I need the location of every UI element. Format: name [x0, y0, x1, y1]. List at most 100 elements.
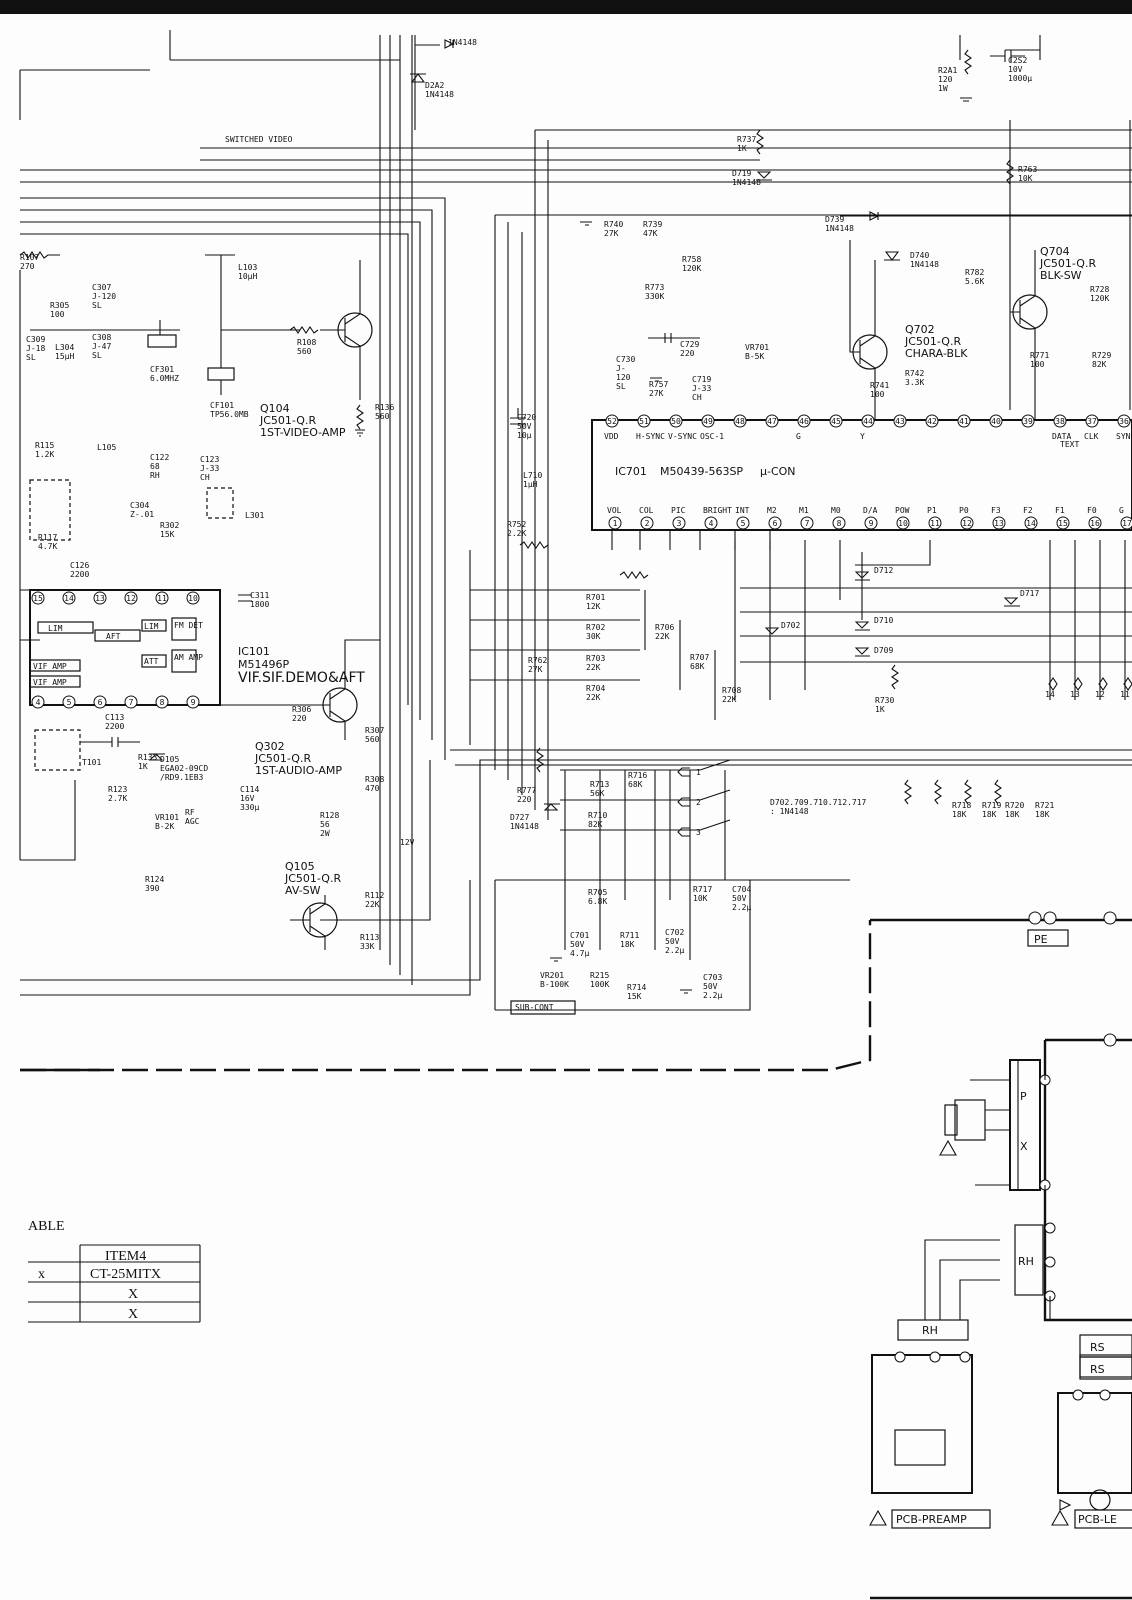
preamp-rh-label: RH	[922, 1324, 938, 1337]
ic701-pin	[829, 414, 843, 428]
ic701-pin-label: F0	[1087, 506, 1097, 515]
component-label-d105: EGA02-09CD	[160, 764, 208, 773]
component-label-r719: R719	[982, 801, 1001, 810]
component-label-l304: L304	[55, 343, 74, 352]
component-label-c701: 50V	[570, 940, 585, 949]
ic701-pin	[861, 414, 875, 428]
ic101-pin	[155, 695, 169, 709]
component-label-rfagc: RF	[185, 808, 195, 817]
signal-bus	[19, 30, 1132, 1600]
ic701-pin	[832, 516, 846, 530]
component-label-r710: R710	[588, 811, 607, 820]
component-label-r728: R728	[1090, 285, 1109, 294]
component-label-t101: T101	[82, 758, 101, 767]
component-label-r720: 18K	[1005, 810, 1020, 819]
transistor-part: JC501-Q.R	[284, 872, 341, 885]
ic701-pin-number: 43	[895, 417, 905, 426]
component-label-d739: D739	[825, 215, 844, 224]
ic701-pin-label: D/A	[863, 506, 878, 515]
component-label-vr101: VR101	[155, 813, 179, 822]
component-label-c122: 68	[150, 462, 160, 471]
transistor-part: JC501-Q.R	[254, 752, 311, 765]
component-label-r706: 22K	[655, 632, 670, 641]
ic701-pin-number: 6	[773, 519, 778, 528]
component-label-r707: R707	[690, 653, 709, 662]
ic701-pin-label: SYN	[1116, 432, 1131, 441]
component-label-d702: D702	[781, 621, 800, 630]
component-label-c703: 50V	[703, 982, 718, 991]
component-label-r721: R721	[1035, 801, 1054, 810]
component-labels: R107270R305100C307J-120SLC309J-18SLL3041…	[20, 38, 1111, 1015]
table-row-left: x	[38, 1267, 45, 1282]
component-label-l301: L301	[245, 511, 264, 520]
connector-px-label: P	[1020, 1090, 1027, 1103]
table-header: ITEM4	[105, 1249, 146, 1264]
component-label-d105: /RD9.1EB3	[160, 773, 204, 782]
component-label-r133: 1K	[138, 762, 148, 771]
component-label-r308: R308	[365, 775, 384, 784]
ic701-pin	[928, 516, 942, 530]
component-label-c307: SL	[92, 301, 102, 310]
ic701-pin	[672, 516, 686, 530]
component-label-r739: 47K	[643, 229, 658, 238]
ic701-pin-number: 5	[741, 519, 746, 528]
component-label-r133: R133	[138, 753, 157, 762]
component-label-r123: 2.7K	[108, 794, 127, 803]
component-label-c304: C304	[130, 501, 149, 510]
component-label-r710: 82K	[588, 820, 603, 829]
component-label-r112: 22K	[365, 900, 380, 909]
ic101-pin-number: 13	[95, 594, 105, 603]
ic701-pin-label: G	[796, 432, 801, 441]
transistor-ref: Q702	[905, 323, 935, 336]
component-label-c308: C308	[92, 333, 111, 342]
component-label-c720: 10μ	[517, 431, 532, 440]
component-label-c703: 2.2μ	[703, 991, 722, 1000]
transistor-func: AV-SW	[285, 884, 321, 897]
side-pin-label: 14	[1045, 690, 1055, 699]
component-label-d710: D710	[874, 616, 893, 625]
component-label-r714: R714	[627, 983, 646, 992]
component-label-r729: 82K	[1092, 360, 1107, 369]
component-label-c126: C126	[70, 561, 89, 570]
component-label-r762: R762	[528, 656, 547, 665]
component-label-r782: R782	[965, 268, 984, 277]
component-label-r702: 30K	[586, 632, 601, 641]
component-label-r115: 1.2K	[35, 450, 54, 459]
ic701-pin	[704, 516, 718, 530]
ic101-part: M51496P	[238, 658, 289, 671]
component-label-d740: 1N4148	[910, 260, 939, 269]
component-label-r782: 5.6K	[965, 277, 984, 286]
connector-pe-label: PE	[1034, 933, 1048, 946]
component-label-d2a2: 1N4148	[425, 90, 454, 99]
component-label-r215: 100K	[590, 980, 609, 989]
ic701-pin	[1021, 414, 1035, 428]
component-label-c114: 16V	[240, 794, 255, 803]
component-label-r752: R752	[507, 520, 526, 529]
ic701-pin	[896, 516, 910, 530]
component-label-d727: D727	[510, 813, 529, 822]
component-label-c114: C114	[240, 785, 259, 794]
warning-icon	[1051, 1509, 1069, 1526]
ic101-block-label: FM DET	[174, 621, 203, 630]
ic101-block-lim2	[141, 619, 167, 632]
component-label-r703: R703	[586, 654, 605, 663]
component-label-d2a2: D2A2	[425, 81, 444, 90]
component-label-c719: C719	[692, 375, 711, 384]
ic101-block-label: AFT	[106, 632, 121, 641]
component-label-cf101: CF101	[210, 401, 234, 410]
ic701-text-note: TEXT	[1060, 440, 1079, 449]
ic701-bottom-pins: 1VOL2COL3PIC4BRIGHT5INT6M27M18M09D/A10PO…	[607, 506, 1132, 530]
component-label-l710: 1μH	[523, 480, 538, 489]
ic101-pin-number: 10	[188, 594, 198, 603]
ic701-pin	[992, 516, 1006, 530]
ic701-pin-number: 13	[994, 519, 1004, 528]
component-label-c701: 4.7μ	[570, 949, 589, 958]
ic701-pin	[1056, 516, 1070, 530]
pcb-preamp: RH PCB-PREAMP	[869, 1319, 991, 1529]
transistor-func: BLK-SW	[1040, 269, 1082, 282]
ic701-pin-number: 37	[1087, 417, 1097, 426]
ic101-pin-number: 4	[36, 698, 41, 707]
ic101-block-label: LIM	[48, 624, 63, 633]
